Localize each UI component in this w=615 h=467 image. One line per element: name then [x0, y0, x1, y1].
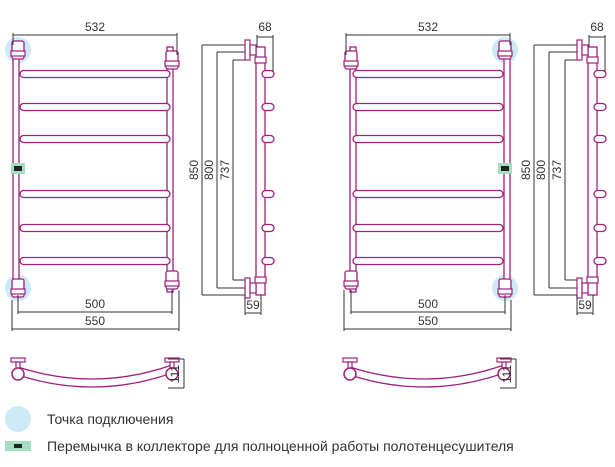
rung — [19, 189, 171, 199]
dim-depth-bottom: 59 — [578, 298, 592, 312]
legend-connection: Точка подключения — [0, 406, 173, 432]
side-nut — [254, 56, 267, 64]
plan-stem — [347, 361, 353, 369]
rung — [19, 102, 171, 112]
dim-overall: 550 — [418, 314, 438, 328]
wall-bracket — [244, 277, 251, 299]
dim-height: 737 — [550, 160, 564, 180]
side-nut — [586, 276, 599, 284]
bracket-stem — [249, 282, 257, 294]
wall-bracket — [576, 39, 583, 61]
fitting-nut — [164, 60, 180, 67]
dim-height: 737 — [218, 160, 232, 180]
rung — [352, 134, 504, 144]
vertical-collector — [166, 46, 174, 293]
dim-height: 850 — [187, 160, 201, 180]
rung — [352, 69, 504, 79]
rung — [352, 223, 504, 233]
plan-bracket — [10, 357, 26, 363]
plan-rung — [349, 364, 505, 388]
connection-point-icon — [5, 406, 31, 432]
bracket-stem — [581, 282, 589, 294]
rung-stub — [261, 134, 275, 144]
bracket-stem — [249, 44, 257, 56]
jumper-plug — [501, 166, 509, 171]
rung-stub — [593, 134, 607, 144]
jumper-icon — [5, 441, 31, 451]
rung-stub — [593, 69, 607, 79]
dim-axis: 500 — [85, 297, 105, 311]
rung-stub — [261, 102, 275, 112]
dim-height: 800 — [202, 160, 216, 180]
rung-stub — [593, 102, 607, 112]
bracket-stem — [581, 44, 589, 56]
dim-axis: 500 — [418, 297, 438, 311]
plan-fitting — [343, 367, 357, 381]
jumper-plug — [14, 166, 22, 171]
rung — [352, 189, 504, 199]
dim-bend: 111 — [168, 365, 182, 384]
rung-stub — [261, 223, 275, 233]
plan-fitting — [165, 367, 179, 381]
fitting-nut — [343, 60, 359, 67]
fitting-nut — [343, 280, 359, 287]
rung-stub — [593, 189, 607, 199]
rung — [19, 223, 171, 233]
legend-jumper: Перемычка в коллекторе для полноценной р… — [0, 438, 514, 454]
rung-stub — [261, 69, 275, 79]
side-nut — [586, 56, 599, 64]
side-nut — [254, 276, 267, 284]
dim-depth-top: 68 — [258, 20, 272, 34]
fitting-nut — [497, 50, 513, 57]
legend-connection-label: Точка подключения — [47, 411, 174, 427]
rung-stub — [261, 189, 275, 199]
rung-stub — [593, 256, 607, 266]
plan-stem — [15, 361, 21, 369]
dim-overall: 550 — [85, 314, 105, 328]
fitting-nut — [164, 280, 180, 287]
dim-depth-bottom: 59 — [246, 298, 260, 312]
plan-bracket — [342, 357, 358, 363]
dim-height: 800 — [534, 160, 548, 180]
vertical-collector — [349, 46, 357, 293]
legend-jumper-label: Перемычка в коллекторе для полноценной р… — [47, 438, 514, 454]
wall-bracket — [576, 277, 583, 299]
fitting-nut — [10, 288, 26, 295]
plan-fitting — [11, 367, 25, 381]
dim-height: 850 — [519, 160, 533, 180]
rung — [352, 256, 504, 266]
dim-width-top: 532 — [85, 20, 105, 34]
dim-width-top: 532 — [418, 20, 438, 34]
plan-fitting — [497, 367, 511, 381]
dim-bend: 111 — [500, 365, 514, 384]
fitting-nut — [497, 288, 513, 295]
wall-bracket — [244, 39, 251, 61]
rung — [19, 134, 171, 144]
rung-stub — [593, 223, 607, 233]
fitting-nut — [10, 50, 26, 57]
dim-depth-top: 68 — [590, 20, 604, 34]
rung — [19, 256, 171, 266]
rung-stub — [261, 256, 275, 266]
plan-rung — [17, 364, 173, 388]
rung — [352, 102, 504, 112]
rung — [19, 69, 171, 79]
